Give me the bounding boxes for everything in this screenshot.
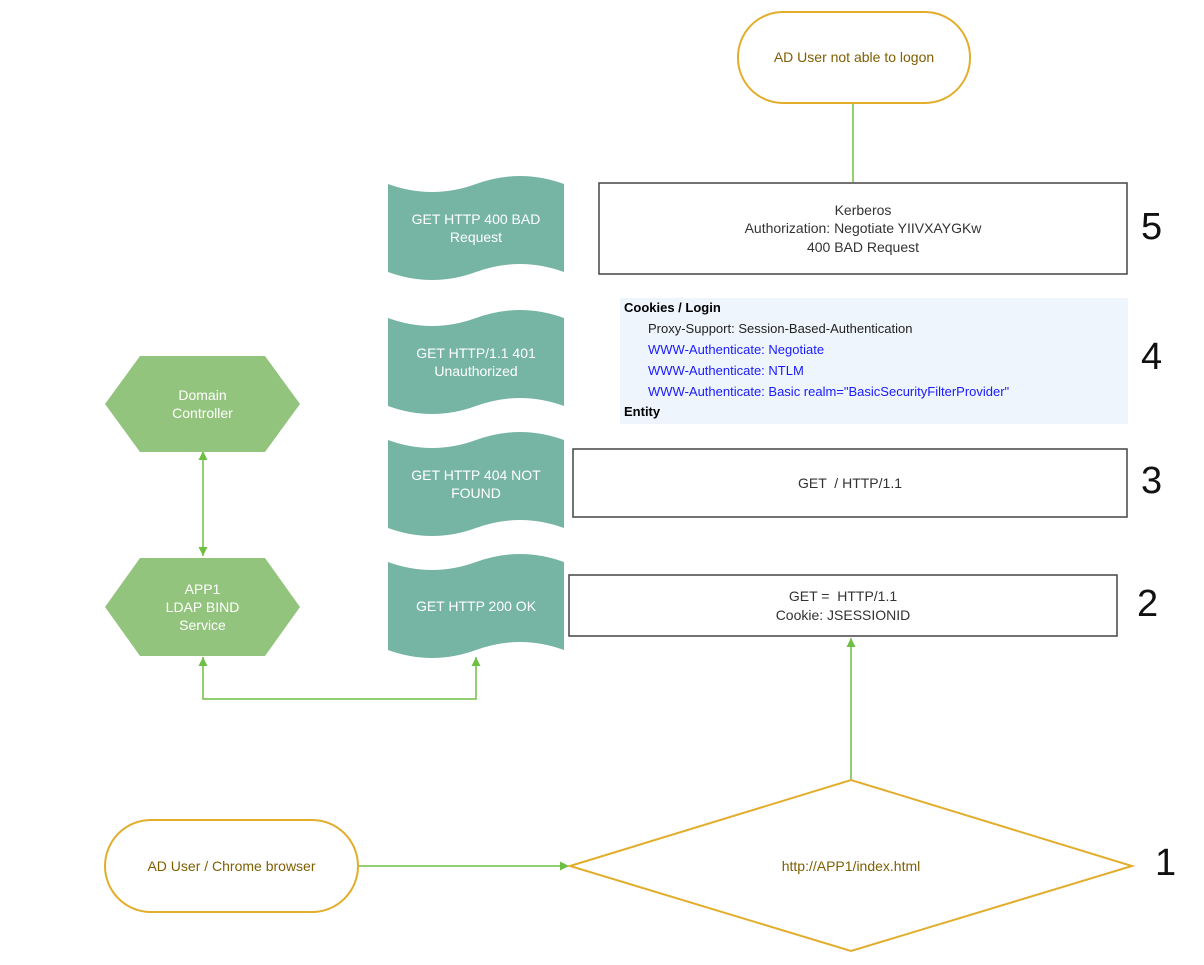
domain-controller-label: Domain Controller — [105, 356, 300, 452]
request-401-line-2: Unauthorized — [434, 363, 518, 379]
proxy-support-line: Proxy-Support: Session-Based-Authenticat… — [620, 318, 1128, 339]
kerberos-label: Kerberos Authorization: Negotiate YIIVXA… — [599, 183, 1127, 274]
start-terminal-label: AD User not able to logon — [738, 12, 970, 103]
request-400-line-1: GET HTTP 400 BAD — [411, 210, 541, 227]
browser-terminal — [104, 819, 359, 913]
step-number-3: 3 — [1141, 460, 1163, 502]
session-label: GET = HTTP/1.1 Cookie: JSESSIONID — [569, 575, 1117, 636]
app1-service-line-1: APP1 — [184, 580, 221, 597]
start-terminal-text: AD User not able to logon — [773, 49, 935, 66]
url-decision-label: http://APP1/index.html — [700, 840, 1002, 892]
step-number-2: 2 — [1137, 583, 1159, 625]
domain-controller-line-1: Domain — [178, 386, 227, 403]
auth-header-negotiate: WWW-Authenticate: Negotiate — [648, 342, 825, 357]
app1-service-label: APP1 LDAP BIND Service — [105, 558, 300, 656]
get-root-box — [572, 448, 1128, 518]
connector-app1-to-200ok — [198, 657, 481, 700]
kerberos-line-1: Kerberos — [834, 202, 892, 219]
session-line-1: GET = HTTP/1.1 — [788, 588, 898, 605]
request-label-404: GET HTTP 404 NOT FOUND — [388, 444, 564, 524]
cookie-panel-footer: Entity — [624, 404, 661, 419]
session-line-2: Cookie: JSESSIONID — [775, 606, 911, 623]
app1-service-hexagon — [105, 558, 300, 656]
domain-controller-line-2: Controller — [172, 405, 233, 421]
request-label-400: GET HTTP 400 BAD Request — [388, 188, 564, 268]
url-decision-text: http://APP1/index.html — [781, 857, 921, 874]
proxy-support-key: Proxy-Support: — [648, 321, 739, 336]
kerberos-line-3: 400 BAD Request — [806, 238, 920, 255]
kerberos-box — [598, 182, 1128, 275]
get-root-label: GET / HTTP/1.1 — [573, 449, 1127, 517]
cookie-panel-title: Cookies / Login — [624, 300, 721, 315]
request-label-200: GET HTTP 200 OK — [388, 566, 564, 646]
request-404-line-1: GET HTTP 404 NOT — [411, 466, 541, 483]
request-200-line-1: GET HTTP 200 OK — [415, 597, 537, 614]
app1-service-line-3: Service — [179, 617, 226, 634]
request-tape-200 — [388, 554, 564, 658]
proxy-support-value: Session-Based-Authentication — [738, 321, 913, 336]
session-box — [568, 574, 1118, 637]
request-tape-400 — [388, 176, 564, 280]
browser-terminal-label: AD User / Chrome browser — [105, 820, 358, 912]
kerberos-line-2: Authorization: Negotiate YIIVXAYGKw — [744, 220, 982, 237]
start-terminal — [737, 11, 971, 104]
step-number-4: 4 — [1141, 336, 1163, 378]
app1-service-line-2: LDAP BIND — [165, 598, 240, 615]
request-tape-404 — [388, 432, 564, 536]
auth-header-basic: WWW-Authenticate: Basic realm="BasicSecu… — [648, 384, 1010, 399]
get-root-line-1: GET / HTTP/1.1 — [798, 474, 902, 491]
request-label-401: GET HTTP/1.1 401 Unauthorized — [388, 322, 564, 402]
request-400-line-2: Request — [449, 229, 503, 245]
request-404-line-2: FOUND — [451, 485, 501, 501]
request-tape-401 — [388, 310, 564, 414]
domain-controller-hexagon — [105, 356, 300, 452]
cookie-login-panel: Cookies / Login Proxy-Support: Session-B… — [620, 298, 1128, 424]
step-number-1: 1 — [1155, 842, 1177, 884]
step-number-5: 5 — [1141, 206, 1163, 248]
request-401-line-1: GET HTTP/1.1 401 — [416, 344, 536, 361]
auth-header-ntlm: WWW-Authenticate: NTLM — [648, 363, 804, 378]
url-decision — [566, 778, 1136, 953]
browser-terminal-text: AD User / Chrome browser — [147, 857, 316, 874]
